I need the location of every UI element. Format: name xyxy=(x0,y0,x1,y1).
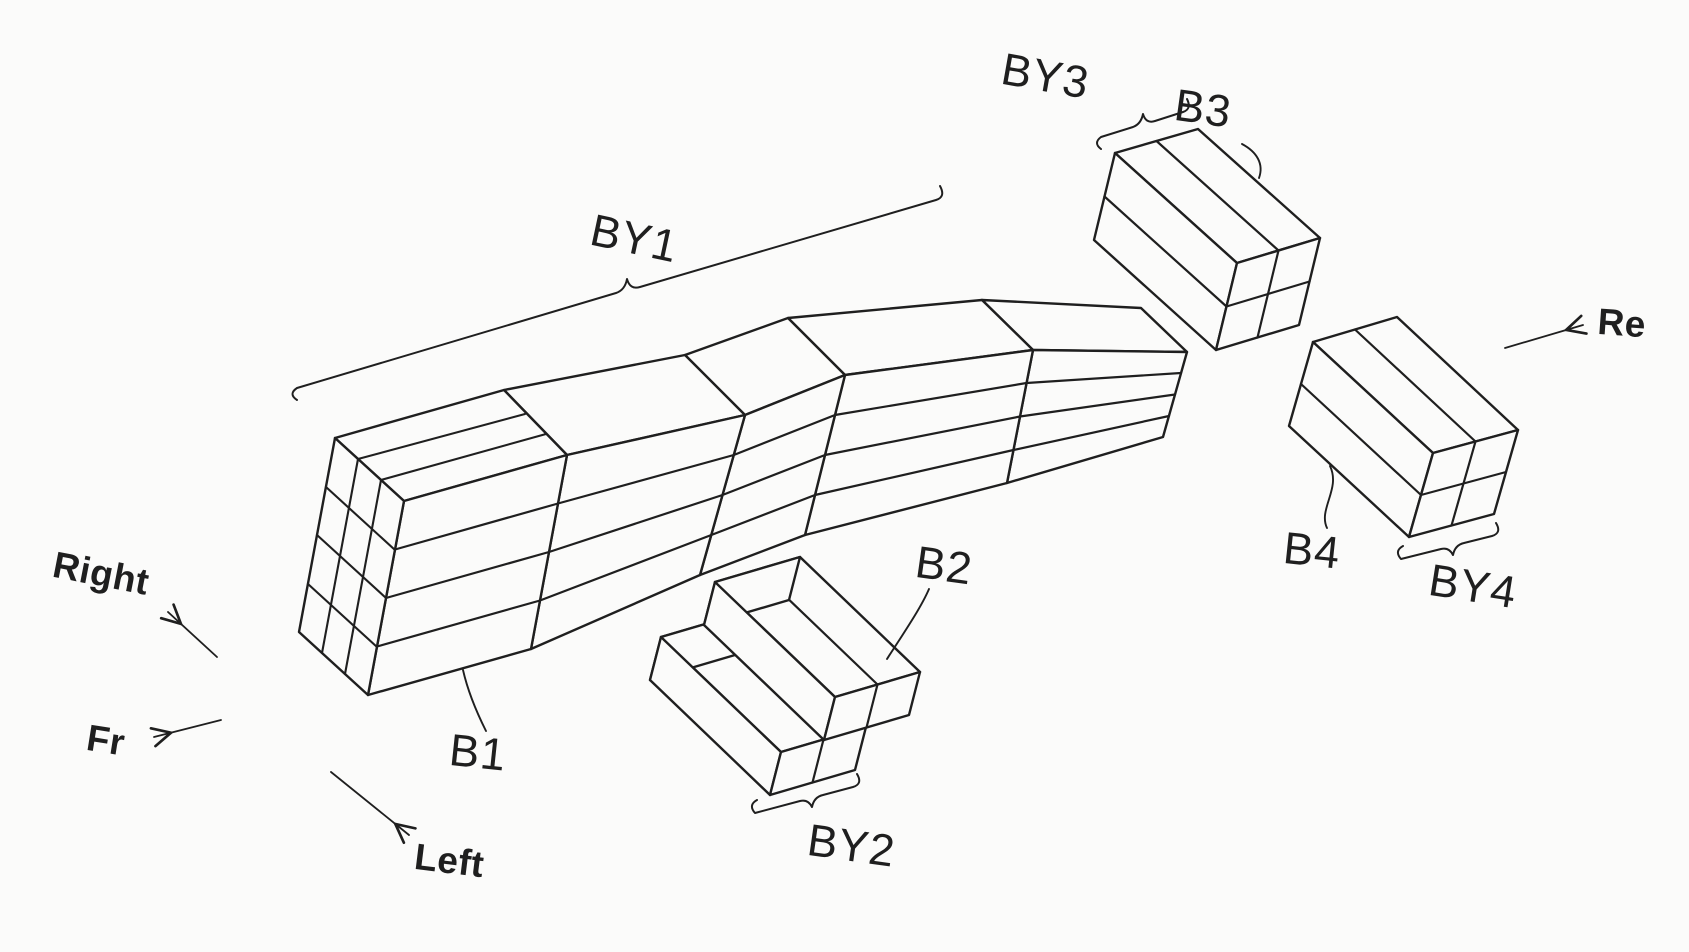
label-b2: B2 xyxy=(912,536,976,595)
by1-seg5-side xyxy=(1005,348,1189,485)
block-b4 xyxy=(1287,315,1520,539)
b4-top-divider xyxy=(1353,328,1477,443)
left-arrow xyxy=(330,771,409,835)
leader-b1 xyxy=(462,669,487,732)
b3-end-divider-h xyxy=(1225,280,1311,308)
brace-by3 xyxy=(1096,98,1190,150)
label-by2: BY2 xyxy=(804,814,899,877)
b2-upper-end-divider xyxy=(865,683,879,729)
label-direction-re: Re xyxy=(1596,301,1648,346)
b4-side-layer-line xyxy=(1299,382,1423,497)
b3-top-divider xyxy=(1155,139,1280,252)
leader-b2 xyxy=(886,588,930,660)
stack-row-by1 xyxy=(297,298,1189,697)
braces xyxy=(291,98,1500,814)
by1-layer-lines xyxy=(375,371,1183,648)
re-arrow xyxy=(1504,325,1583,349)
direction-arrows xyxy=(154,325,1583,835)
label-b1: B1 xyxy=(446,724,510,781)
b1-grid-lines xyxy=(306,457,397,676)
label-b4: B4 xyxy=(1280,522,1344,579)
b4-end-divider-h xyxy=(1419,470,1508,497)
label-by4: BY4 xyxy=(1425,554,1521,619)
b1-top-column-lines xyxy=(356,412,548,482)
leader-lines xyxy=(462,143,1334,732)
b3-side-layer-line xyxy=(1103,195,1228,308)
fr-arrow xyxy=(154,719,222,737)
brace-by2 xyxy=(751,773,861,814)
leader-b3 xyxy=(1241,143,1262,179)
brace-by4 xyxy=(1397,522,1500,560)
b2-lower-end-divider xyxy=(811,738,825,784)
label-b3: B3 xyxy=(1171,79,1235,138)
right-arrow xyxy=(168,612,218,658)
block-b3 xyxy=(1092,127,1322,352)
leader-b4 xyxy=(1324,465,1334,529)
block-b2 xyxy=(648,555,922,797)
label-direction-left: Left xyxy=(412,836,487,886)
brace-by1 xyxy=(291,185,944,401)
label-direction-fr: Fr xyxy=(83,717,128,764)
